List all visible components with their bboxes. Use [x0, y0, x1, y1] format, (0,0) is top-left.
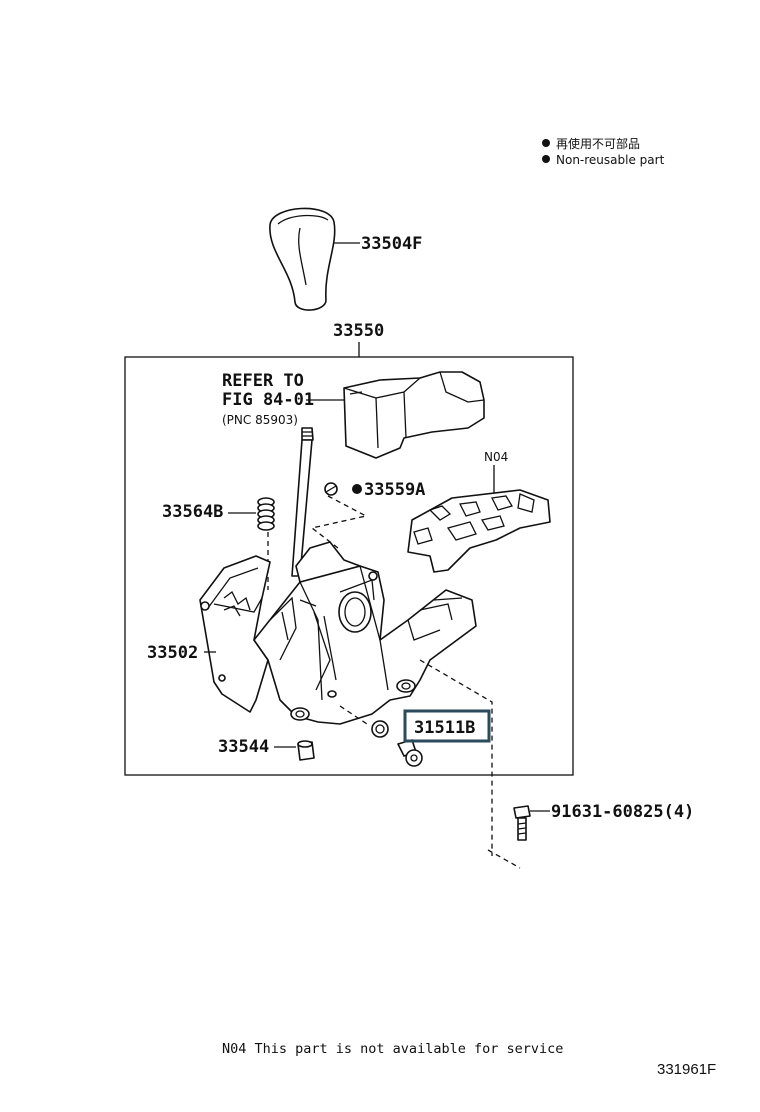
ring-part[interactable]	[371, 720, 389, 738]
refer-pnc: (PNC 85903)	[222, 413, 298, 427]
pin-part[interactable]	[397, 739, 423, 767]
part-label-91631-60825[interactable]: 91631-60825(4)	[551, 802, 694, 822]
bushing-dashed-line	[339, 705, 371, 727]
indicator-housing-part[interactable]	[343, 371, 485, 459]
bolt-dashed-tail	[487, 849, 521, 869]
legend-bullet-icon	[542, 155, 550, 163]
clip-part[interactable]	[324, 482, 338, 496]
legend-en-text: Non-reusable part	[556, 153, 665, 167]
footer-note: N04 This part is not available for servi…	[222, 1041, 563, 1057]
part-label-33544[interactable]: 33544	[218, 737, 269, 757]
non-reusable-bullet-icon	[352, 484, 362, 494]
refer-line-1: REFER TO	[222, 371, 304, 391]
bolt-part[interactable]	[513, 805, 531, 841]
spring-part[interactable]	[257, 497, 275, 531]
diagram-code: 331961F	[657, 1061, 716, 1078]
part-label-33550[interactable]: 33550	[333, 321, 384, 341]
part-label-N04[interactable]: N04	[484, 450, 508, 464]
part-label-33504F[interactable]: 33504F	[361, 234, 422, 254]
clip-dashed-line	[310, 495, 368, 549]
bolt-dashed-line	[419, 659, 493, 856]
part-label-33502[interactable]: 33502	[147, 643, 198, 663]
legend-jp-text: 再使用不可部品	[556, 136, 640, 151]
legend-bullet-icon	[542, 139, 550, 147]
shift-lever-housing-part[interactable]	[199, 541, 477, 725]
legend: 再使用不可部品 Non-reusable part	[542, 136, 665, 167]
refer-line-2[interactable]: FIG 84-01	[222, 390, 314, 410]
highlight-box-31511B[interactable]	[403, 709, 491, 743]
shift-knob-part[interactable]	[269, 207, 336, 311]
part-label-33559A[interactable]: 33559A	[364, 480, 425, 500]
part-label-31511B[interactable]: 31511B	[414, 718, 475, 738]
bushing-part[interactable]	[297, 740, 315, 761]
n04-indicator-panel-part[interactable]	[407, 489, 551, 573]
part-label-33564B[interactable]: 33564B	[162, 502, 223, 522]
assembly-frame	[124, 356, 574, 776]
